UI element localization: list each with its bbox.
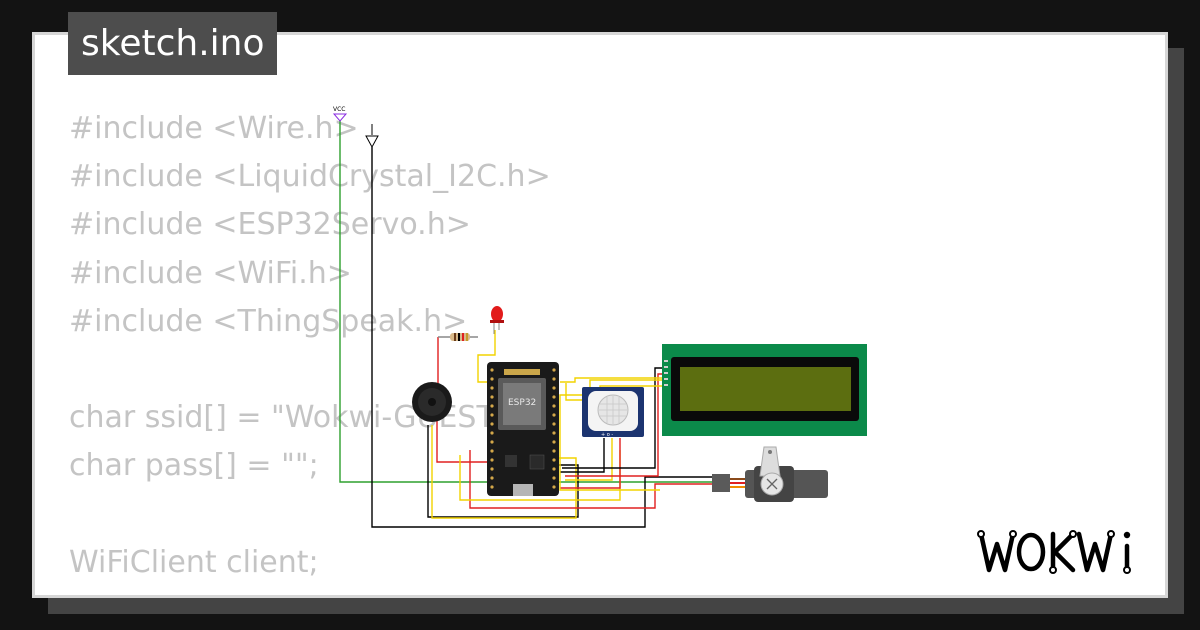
code-line: char pass[] = ""; — [69, 448, 319, 484]
vcc-label: VCC — [333, 106, 345, 113]
wire-pir-yellow — [565, 438, 613, 481]
led-red — [490, 306, 504, 334]
code-preview: #include <Wire.h> #include <LiquidCrystal… — [69, 105, 769, 595]
wire-yellow-1 — [431, 425, 577, 519]
wire-lcd-black — [562, 367, 665, 469]
code-line: unsigned long myChannelNumber = 2768819; — [69, 587, 769, 595]
wire-lcd-yellow-1 — [559, 379, 665, 491]
code-line: WiFiClient client; — [69, 544, 319, 580]
esp32-label: ESP32 — [508, 398, 536, 408]
resistor — [438, 333, 478, 341]
gnd-symbol — [365, 124, 379, 149]
pir-sensor: + o - — [582, 387, 644, 438]
wire-led-yellow — [477, 330, 496, 383]
servo-motor — [712, 446, 828, 502]
lcd-display — [662, 344, 867, 436]
vcc-symbol: VCC — [332, 106, 348, 122]
wire-gnd — [371, 147, 712, 528]
wire-pir-red — [560, 438, 621, 489]
wire-vcc — [339, 120, 712, 483]
esp32-board: ESP32 — [487, 362, 559, 496]
code-line: #include <WiFi.h> — [69, 255, 352, 291]
wire-top-yellow — [560, 377, 665, 383]
wire-pir-black — [560, 438, 605, 473]
wire-buzzer-red — [436, 420, 495, 463]
wire-red-1 — [469, 450, 712, 509]
sketch-filename-tag: sketch.ino — [68, 12, 278, 75]
wire-lcd-red — [565, 373, 665, 477]
preview-card: #include <Wire.h> #include <LiquidCrystal… — [32, 32, 1168, 598]
pir-pin-labels: + o - — [601, 432, 613, 438]
wokwi-logo — [977, 530, 1131, 574]
code-line: #include <Wire.h> — [69, 111, 359, 146]
code-line: #include <ESP32Servo.h> — [69, 207, 471, 243]
code-line: #include <LiquidCrystal_I2C.h> — [69, 159, 551, 195]
wire-buzzer-black — [427, 425, 579, 518]
buzzer — [412, 382, 452, 422]
code-line: char ssid[] = "Wokwi-GUEST"; — [69, 400, 519, 436]
